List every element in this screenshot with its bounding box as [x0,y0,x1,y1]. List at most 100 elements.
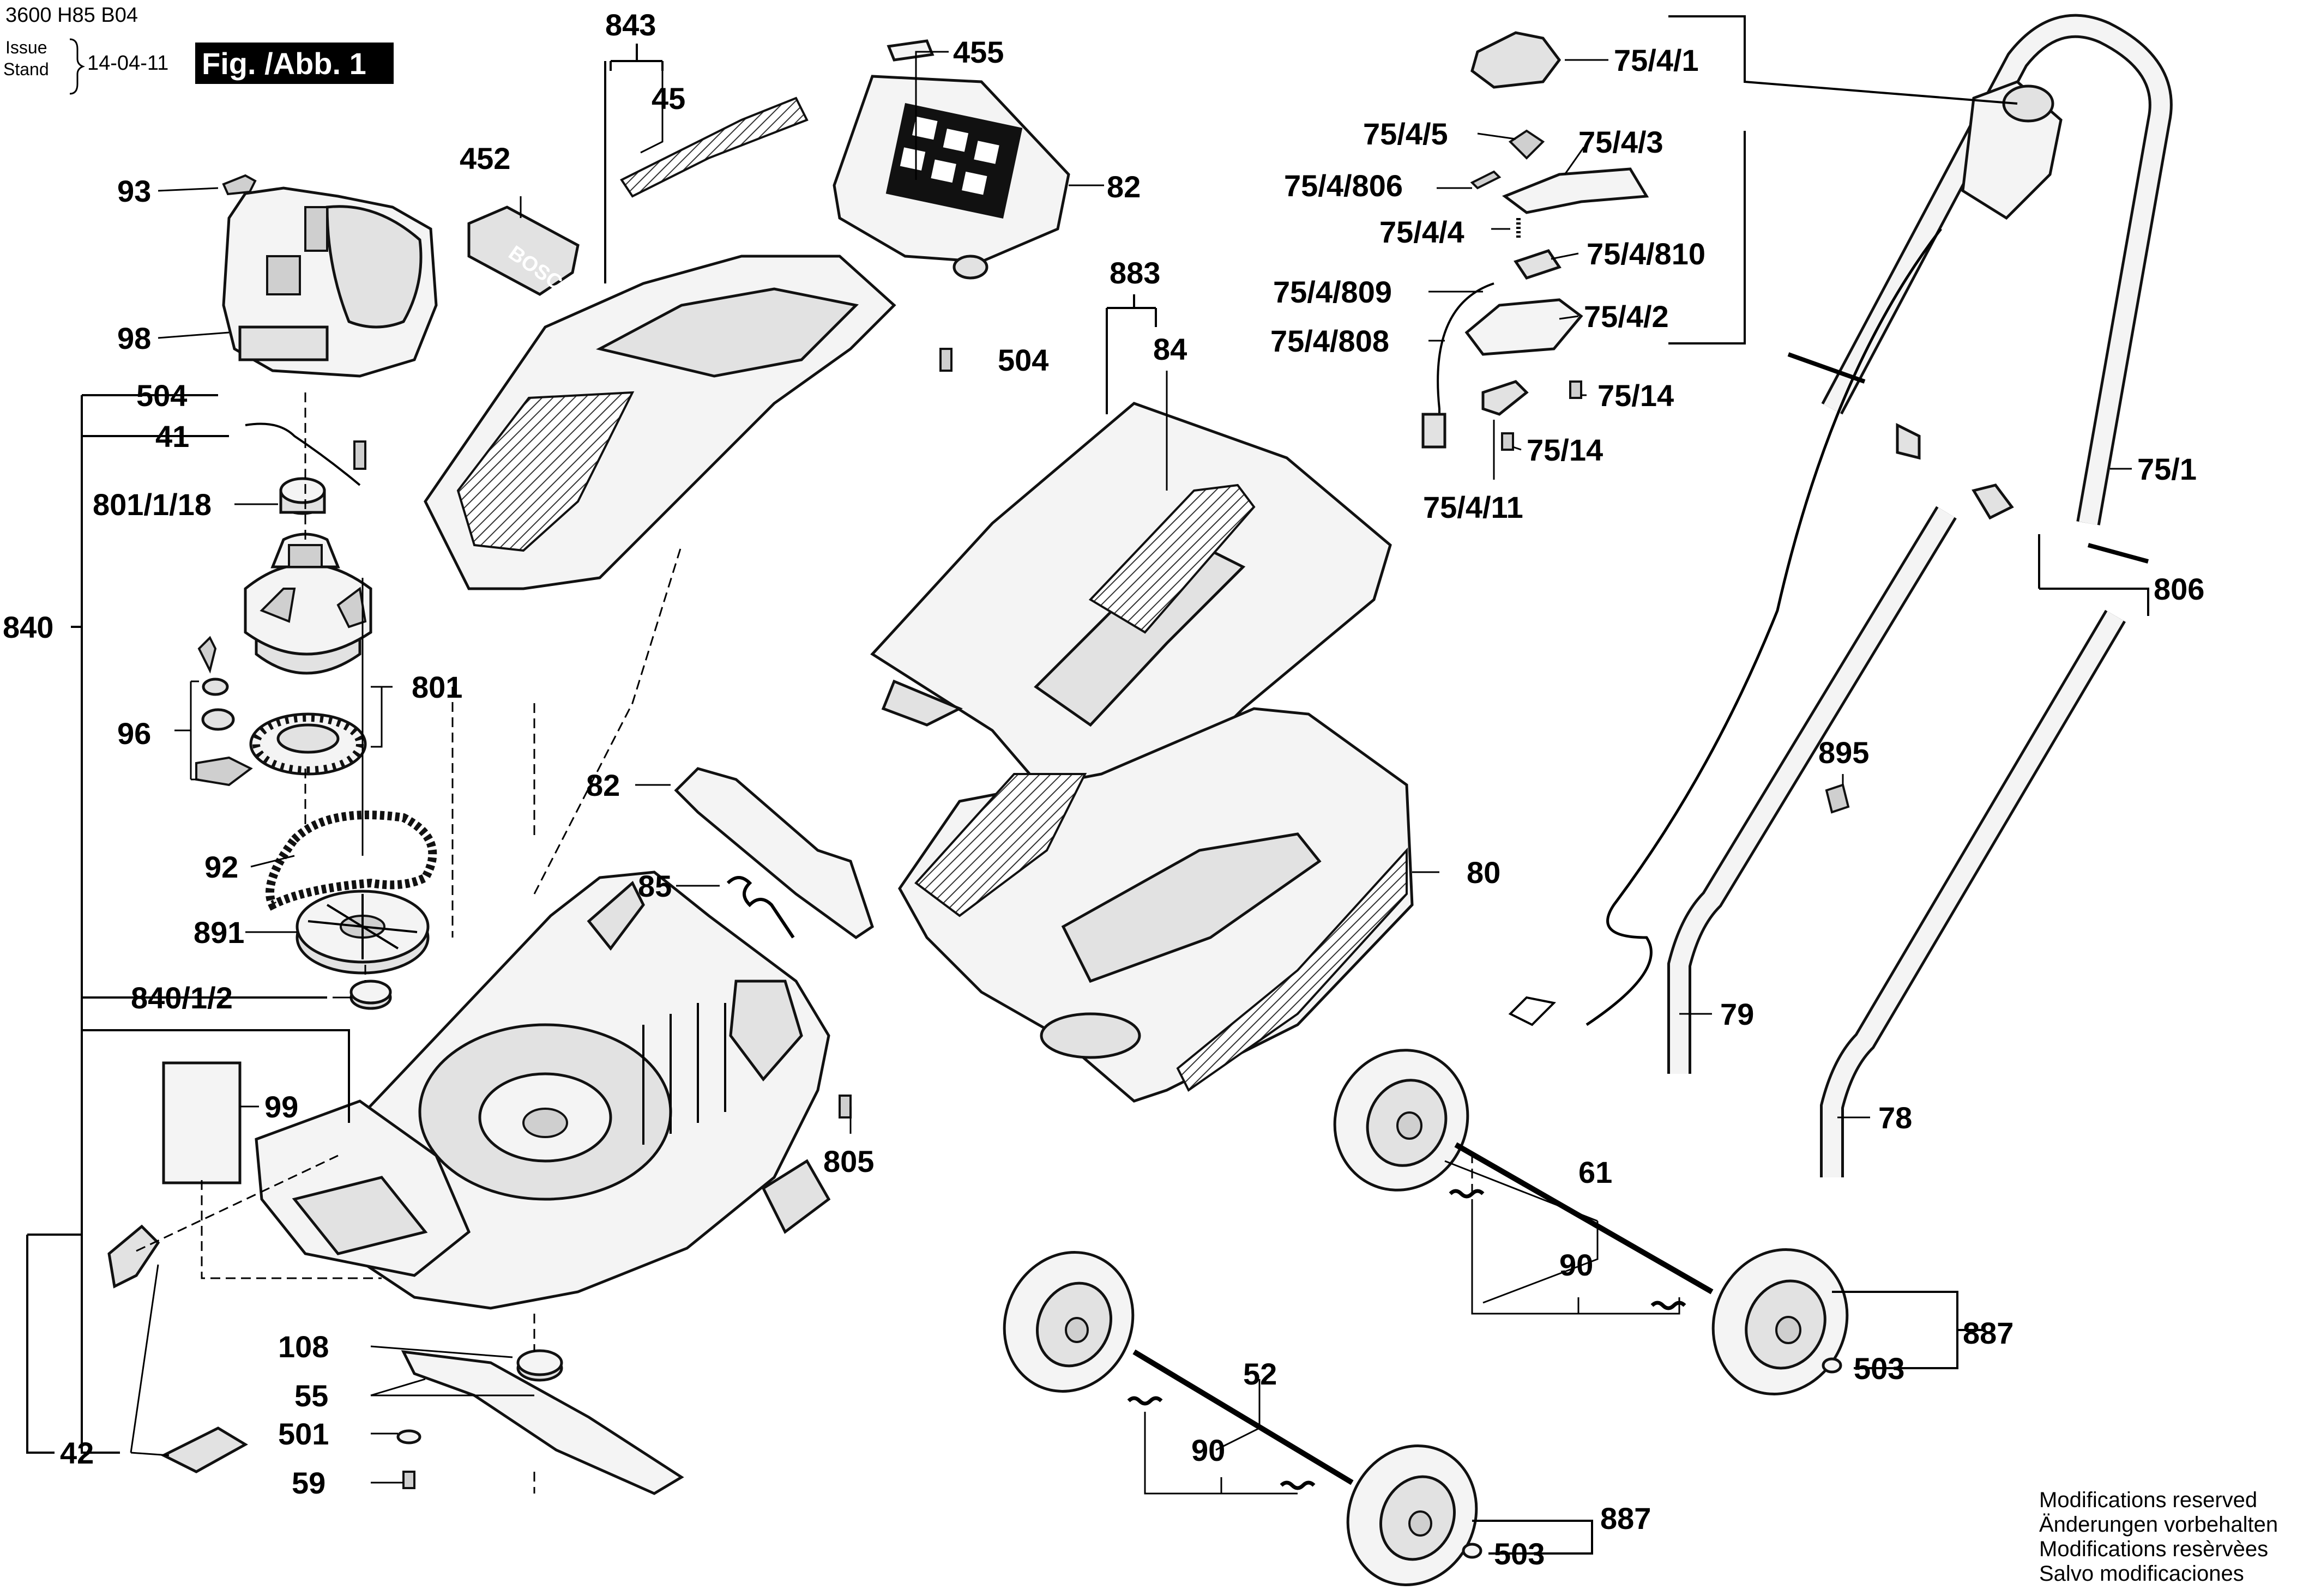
leader-lines [26,15,2149,1555]
label-75-4-2: 75/4/2 [1584,299,1669,334]
part-motor [244,533,372,675]
label-75-4-806: 75/4/806 [1284,168,1403,203]
part-grassbox [898,707,1414,1103]
part-screw-504b [939,348,952,372]
part-control-panel [833,75,1070,280]
part-75-4-806 [1470,170,1502,190]
part-spring-85 [726,876,795,939]
label-82-lower: 82 [586,768,620,802]
part-fan [249,712,367,776]
label-92: 92 [204,850,238,884]
part-badge-452: BOSCH [467,205,580,303]
cap-503a [1822,1357,1842,1374]
label-452: 452 [460,141,510,176]
label-55: 55 [294,1379,328,1413]
label-90-lower: 90 [1191,1433,1225,1467]
label-887-lower: 887 [1600,1501,1651,1535]
label-801-1-18: 801/1/18 [93,487,212,522]
part-deck-housing [255,870,831,1310]
label-75-4-808: 75/4/808 [1270,324,1389,358]
label-75-4-809: 75/4/809 [1273,275,1392,309]
label-80: 80 [1467,855,1500,890]
part-pulley [296,890,430,975]
label-59: 59 [292,1466,325,1500]
part-rubber-bush [279,477,326,515]
part-cable-41 [245,422,361,486]
label-99: 99 [264,1090,298,1124]
label-801: 801 [412,670,462,704]
handle-lower-78 [1820,609,2126,1177]
part-75-4-808-plug [1421,413,1446,449]
part-clip-42a [107,1224,160,1289]
part-75-4-11 [1481,380,1529,416]
wheel-front-left [1333,1049,1469,1192]
part-screw-75-14b [1501,432,1514,451]
label-895: 895 [1818,735,1869,770]
label-75-14-lower: 75/14 [1527,433,1603,467]
label-75-4-5: 75/4/5 [1363,117,1448,151]
label-75-4-4: 75/4/4 [1379,215,1464,249]
footer-line-3: Modifications resèrvèes [2039,1537,2268,1561]
part-screw-805 [839,1095,852,1119]
doc-number: 3600 H85 B04 [5,4,138,27]
part-belt [266,811,437,911]
footer-line-1: Modifications reserved [2039,1488,2257,1512]
part-motor-cover [222,186,438,378]
pin-895 [1825,783,1850,814]
part-screw-75-14a [1569,380,1582,399]
label-98: 98 [117,321,151,355]
label-108: 108 [278,1329,329,1364]
issue-brace [69,38,86,95]
part-carbon-brushes [195,636,253,787]
spring-90d [1280,1480,1316,1490]
axle-61 [1454,1142,1714,1295]
figure-title: Fig. /Abb. 1 [202,46,366,81]
label-455: 455 [953,35,1004,69]
part-washer-501 [396,1429,421,1444]
part-pad-99 [162,1061,242,1184]
label-805: 805 [823,1144,874,1178]
label-41: 41 [155,419,189,454]
part-labels: 843 45 455 452 82 93 98 504 504 41 801/1… [3,8,2204,1571]
label-501: 501 [278,1417,329,1451]
part-top-cover [424,255,896,590]
bolt-806a [1787,352,1866,384]
issue-date: 14-04-11 [87,52,168,75]
knob-806 [1896,422,1921,460]
label-75-4-11: 75/4/11 [1423,490,1523,524]
part-bearing [349,980,392,1010]
label-85: 85 [638,869,672,903]
stand-label: Stand [3,59,49,79]
spring-90c [1127,1396,1163,1406]
footer-notice: Modifications reserved Änderungen vorbeh… [2039,1488,2278,1586]
axle-52 [1132,1349,1354,1485]
part-bolt-59 [402,1471,415,1489]
part-label-455 [887,39,935,62]
label-90-upper: 90 [1559,1248,1593,1282]
cap-503b [1462,1543,1482,1559]
part-handle-82-lower [674,767,874,940]
label-75-4-3: 75/4/3 [1578,125,1663,159]
part-75-4-810 [1514,249,1562,280]
label-503-upper: 503 [1854,1351,1904,1386]
handle-upper-75-1 [1821,14,2173,525]
part-75-4-5 [1508,129,1545,160]
part-grip-45 [620,96,809,198]
part-clip-42b [160,1426,248,1473]
footer-line-2: Änderungen vorbehalten [2039,1513,2278,1537]
label-52: 52 [1243,1357,1277,1391]
label-891: 891 [194,915,244,950]
label-96: 96 [117,716,151,751]
label-504-right: 504 [998,343,1048,377]
clamp-75-1 [1972,483,2014,520]
label-75-1: 75/1 [2137,452,2197,486]
label-504-left: 504 [136,378,187,413]
label-75-14-upper: 75/14 [1597,378,1674,413]
handle-middle-79 [1667,506,1957,1074]
label-883: 883 [1110,256,1160,290]
label-79: 79 [1720,997,1754,1031]
label-887-upper: 887 [1963,1316,2013,1350]
part-blade-55 [401,1350,684,1495]
label-75-4-810: 75/4/810 [1587,237,1705,271]
